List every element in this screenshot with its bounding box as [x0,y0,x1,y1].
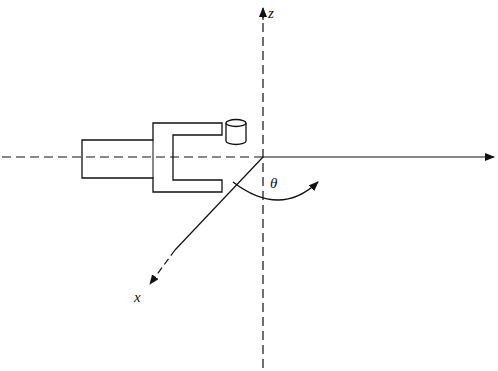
axis-label: x [134,290,141,305]
rotation-label: θ [270,176,277,191]
axis-label: z [268,6,274,21]
